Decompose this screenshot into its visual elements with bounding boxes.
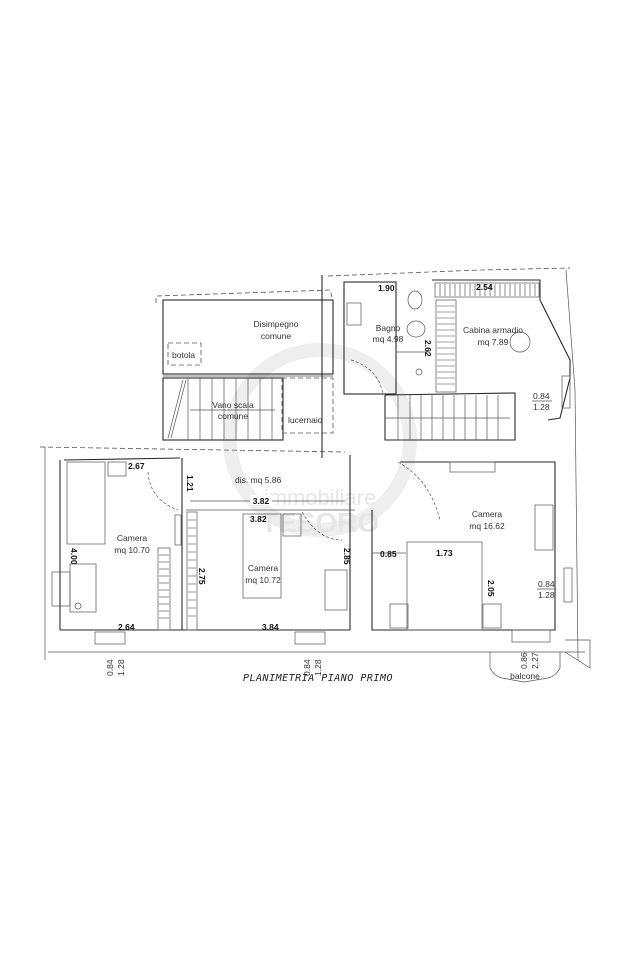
lower-block [39, 446, 585, 660]
window-cabina-h: 1.28 [533, 402, 550, 412]
camera3-area: mq 16.62 [469, 521, 505, 531]
camera1-side-dim: 4.00 [69, 548, 79, 565]
camera3-name: Camera [472, 509, 503, 519]
plan-title: PLANIMETRIA PIANO PRIMO [243, 673, 393, 684]
camera-3: Camera mq 16.62 0.85 1.73 2.05 0.84 1.28 [371, 461, 573, 631]
bagno-area: mq 4.98 [373, 334, 404, 344]
window-camera3-h: 1.28 [538, 590, 555, 600]
camera2-side-dim: 2.85 [342, 548, 352, 565]
camera3-bed-dim: 1.73 [436, 548, 453, 558]
cabina-width-dim: 2.54 [476, 282, 493, 292]
watermark-line1: immobiliare [264, 485, 376, 510]
stair-right [384, 392, 516, 441]
bagno-name: Bagno [376, 323, 401, 333]
balcone: 0.86 2.27 balcone [489, 629, 591, 683]
camera-2: 2.75 3.82 Camera mq 10.72 2.85 3.84 0.84… [186, 511, 352, 676]
cabina-armadio-area: 2.54 Cabina armadio mq 7.89 0.84 1.28 [432, 279, 571, 421]
camera1-name: Camera [117, 533, 148, 543]
dis-label: dis. mq 5.86 [235, 475, 282, 485]
disimpegno: dis. mq 5.86 1.21 3.82 [181, 458, 355, 630]
window-camera3-w: 0.84 [538, 579, 555, 589]
wardrobe-len-dim: 2.75 [197, 568, 207, 585]
cabina-armadio-name: Cabina armadio [463, 325, 523, 335]
window-camera2-w: 0.84 [302, 659, 312, 676]
dis-width-dim: 1.21 [185, 475, 195, 492]
bagno-depth-dim: 2.62 [423, 340, 433, 357]
window-balcone-h: 2.27 [530, 652, 540, 669]
camera1-area: mq 10.70 [114, 545, 150, 555]
camera2-bottom-dim: 3.84 [262, 622, 279, 632]
cabina-armadio-area: mq 7.89 [478, 337, 509, 347]
lucernaio-label: lucernaio [288, 415, 323, 425]
dis-length-dim: 3.82 [253, 496, 270, 506]
botola-label: botola [172, 350, 195, 360]
window-camera2-h: 1.28 [313, 659, 323, 676]
window-balcone-w: 0.86 [519, 652, 529, 669]
disimpegno-comune-area: comune [261, 331, 292, 341]
vano-scala-area: comune [218, 411, 249, 421]
camera1-top-dim: 2.67 [128, 461, 145, 471]
balcone-label: balcone [510, 671, 540, 681]
camera3-depth-dim: 2.05 [486, 580, 496, 597]
bagno-area: 1.90 Bagno mq 4.98 2.62 [321, 267, 571, 458]
window-camera1-w: 0.84 [105, 659, 115, 676]
watermark-line2: TESORO [261, 507, 379, 538]
camera2-name: Camera [248, 563, 279, 573]
window-cabina-w: 0.84 [533, 391, 550, 401]
camera1-bottom-dim: 2.64 [118, 622, 135, 632]
vano-scala-name: Vano scala [212, 400, 254, 410]
vano-scala-area: Vano scala comune lucernaio [162, 377, 334, 441]
window-camera1-h: 1.28 [116, 659, 126, 676]
disimpegno-comune-name: Disimpegno [254, 319, 299, 329]
camera2-top-dim: 3.82 [250, 514, 267, 524]
disimpegno-comune-area: botola Disimpegno comune [155, 289, 334, 377]
camera3-left-dim: 0.85 [380, 549, 397, 559]
bagno-width-dim: 1.90 [378, 283, 395, 293]
camera-1: 2.67 Camera mq 10.70 4.00 2.64 0.84 1.28 [51, 457, 182, 676]
camera2-area: mq 10.72 [245, 575, 281, 585]
